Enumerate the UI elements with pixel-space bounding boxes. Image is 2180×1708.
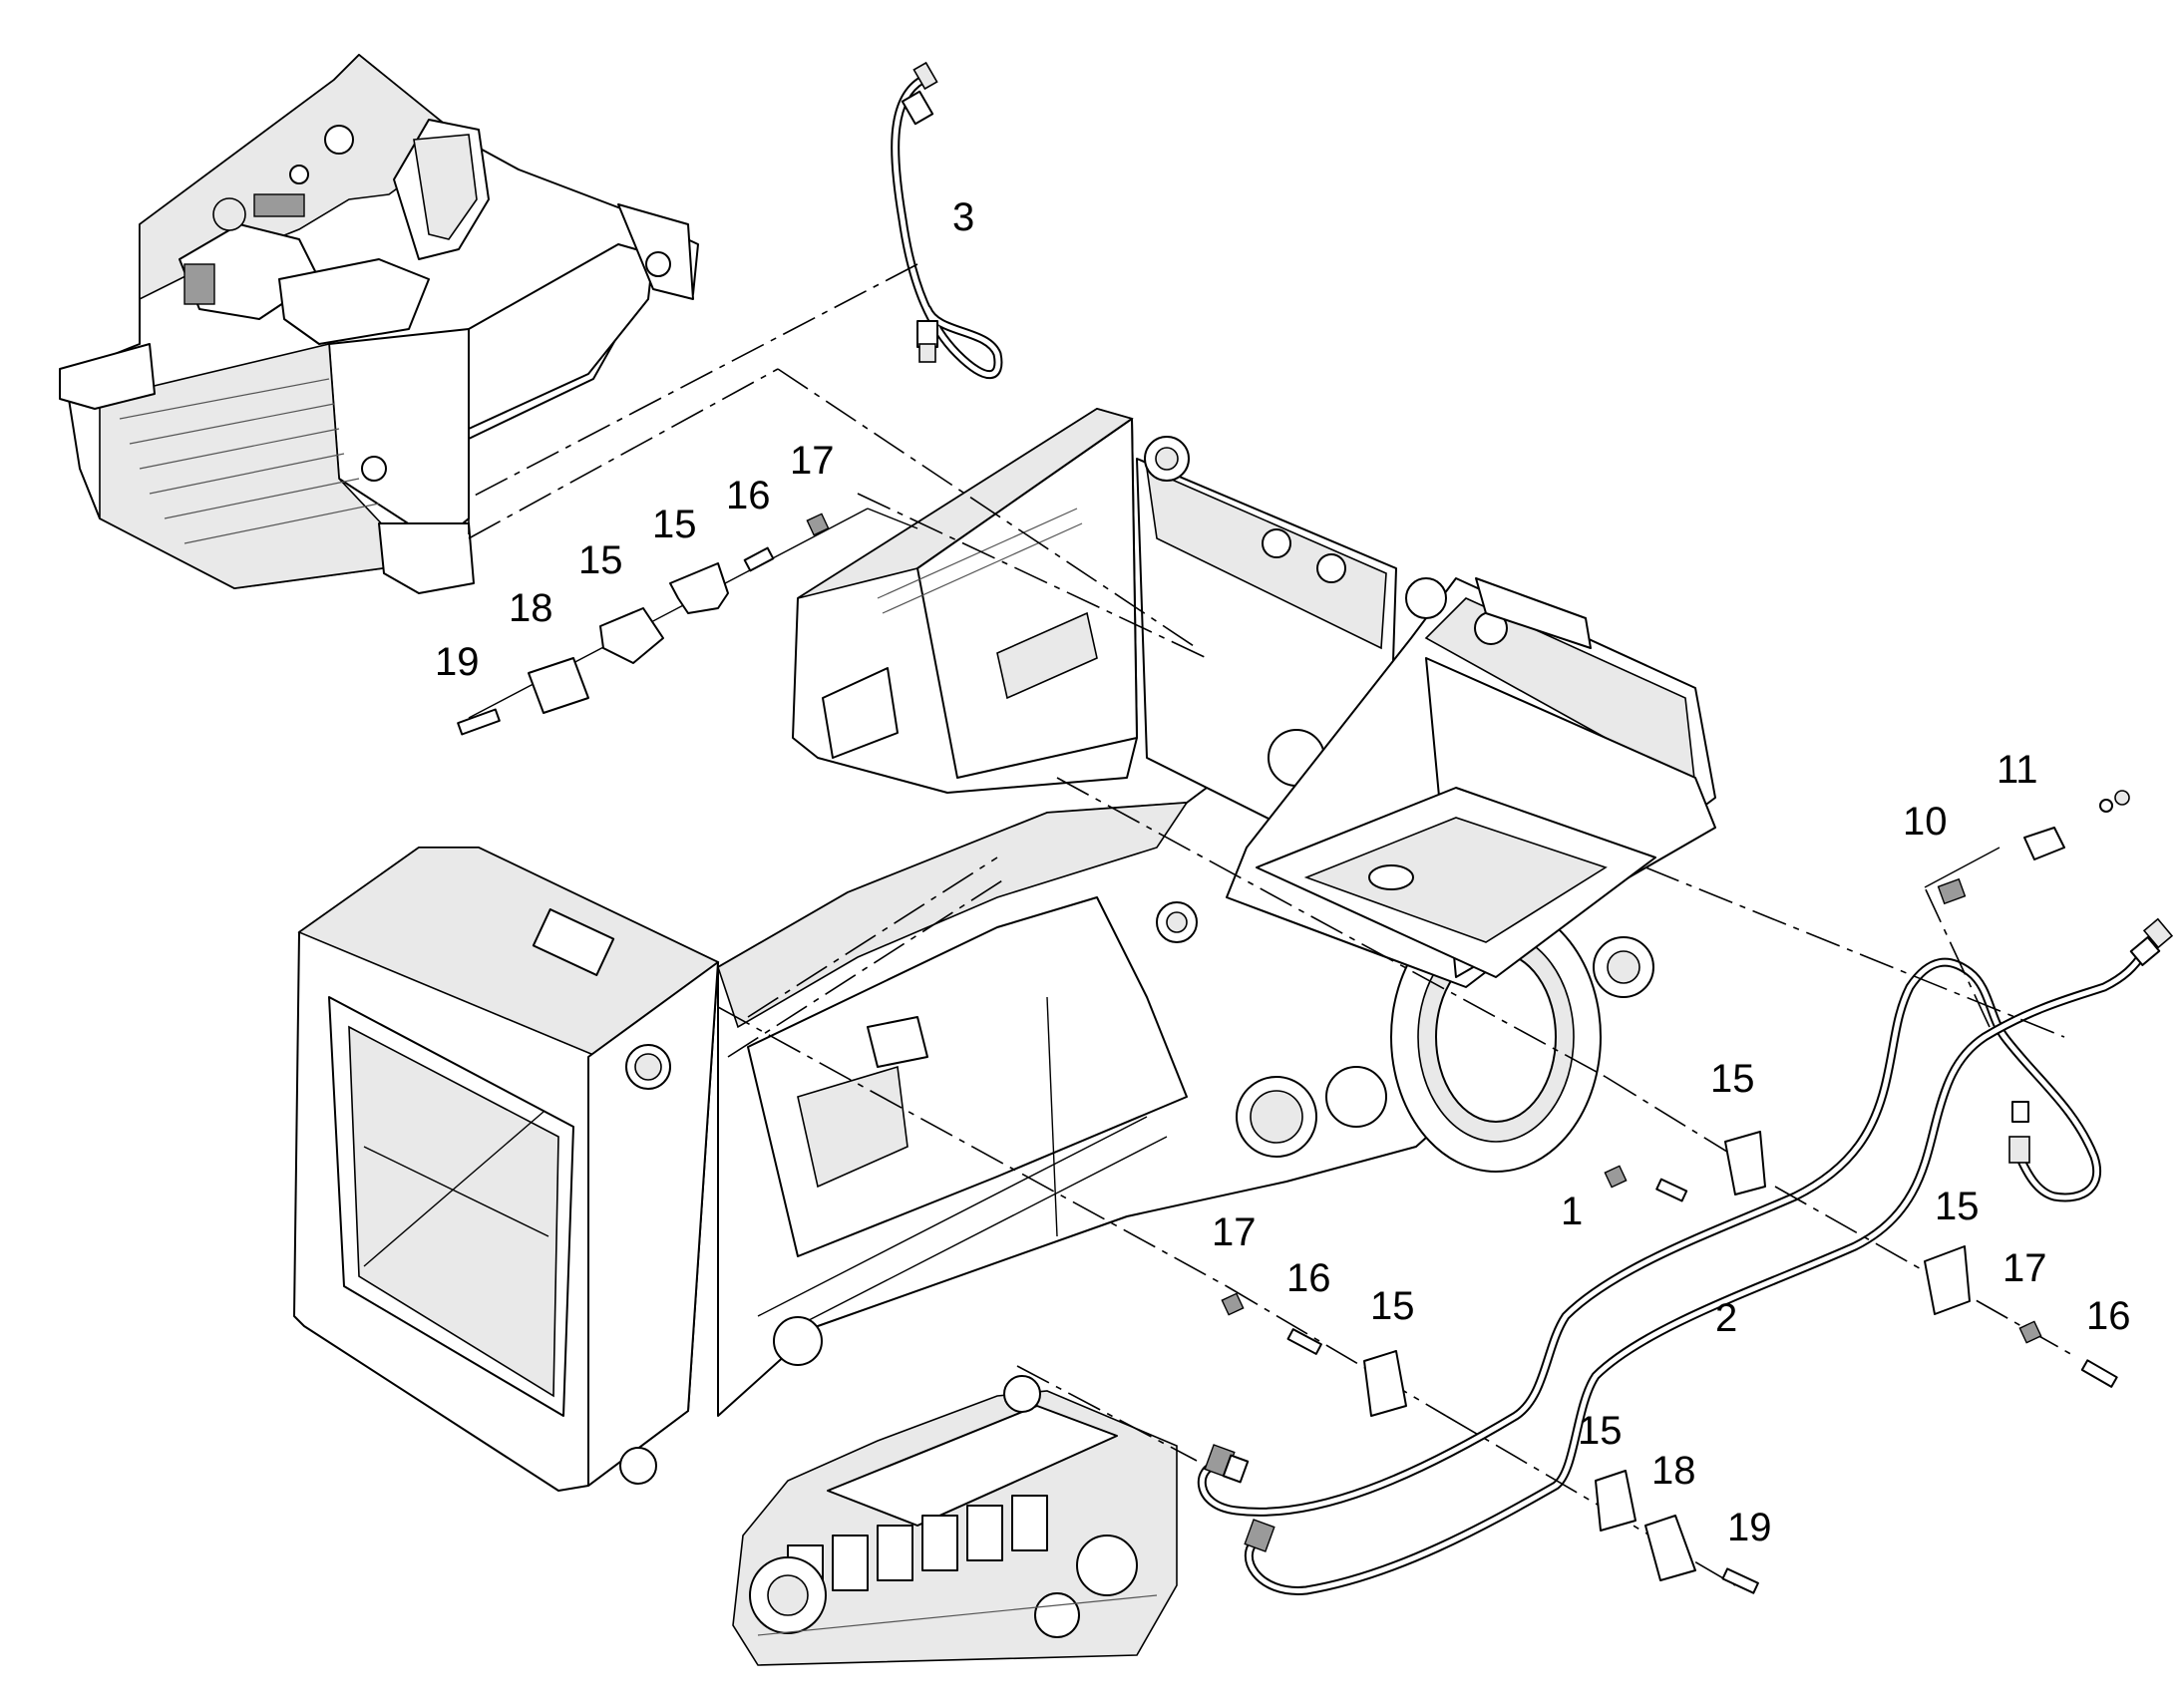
callout-17-low: 17 <box>1212 1210 1257 1254</box>
callout-15-top-a: 15 <box>652 503 697 546</box>
callout-3: 3 <box>952 195 975 239</box>
callout-15-right: 15 <box>1710 1057 1755 1101</box>
callout-15-bottom: 15 <box>1578 1409 1623 1453</box>
callout-18-bottom: 18 <box>1651 1449 1696 1493</box>
callout-2: 2 <box>1715 1296 1738 1340</box>
hose-3-drawing <box>891 61 1003 380</box>
callout-16-right: 16 <box>2086 1294 2131 1338</box>
assembly-leader-lines <box>468 263 2075 1586</box>
hardware-bottom-group <box>1221 1292 1759 1594</box>
main-frame-drawing <box>293 408 1716 1492</box>
callout-11: 11 <box>1997 748 2038 792</box>
hose-1-drawing <box>1197 957 2102 1517</box>
callout-19-bottom: 19 <box>1727 1506 1772 1549</box>
operator-platform-drawing <box>59 53 699 594</box>
callout-19-top: 19 <box>435 640 480 684</box>
hardware-top-group <box>457 512 830 736</box>
callout-10: 10 <box>1903 800 1948 844</box>
callout-16-low: 16 <box>1286 1256 1331 1300</box>
callout-17-top: 17 <box>790 439 835 483</box>
hose-2-drawing <box>1244 947 2149 1595</box>
hardware-right-group <box>1604 790 2130 1388</box>
callout-18-top: 18 <box>509 586 553 630</box>
callout-15-top-b: 15 <box>578 538 623 582</box>
callout-17-right: 17 <box>2002 1246 2047 1290</box>
engine-drawing <box>732 1375 1178 1666</box>
callout-16-top: 16 <box>726 474 771 517</box>
hose-fittings <box>1204 917 2174 1552</box>
callout-15-mid-right: 15 <box>1935 1185 1980 1228</box>
callout-1: 1 <box>1561 1190 1584 1233</box>
callout-15-low: 15 <box>1370 1284 1415 1328</box>
